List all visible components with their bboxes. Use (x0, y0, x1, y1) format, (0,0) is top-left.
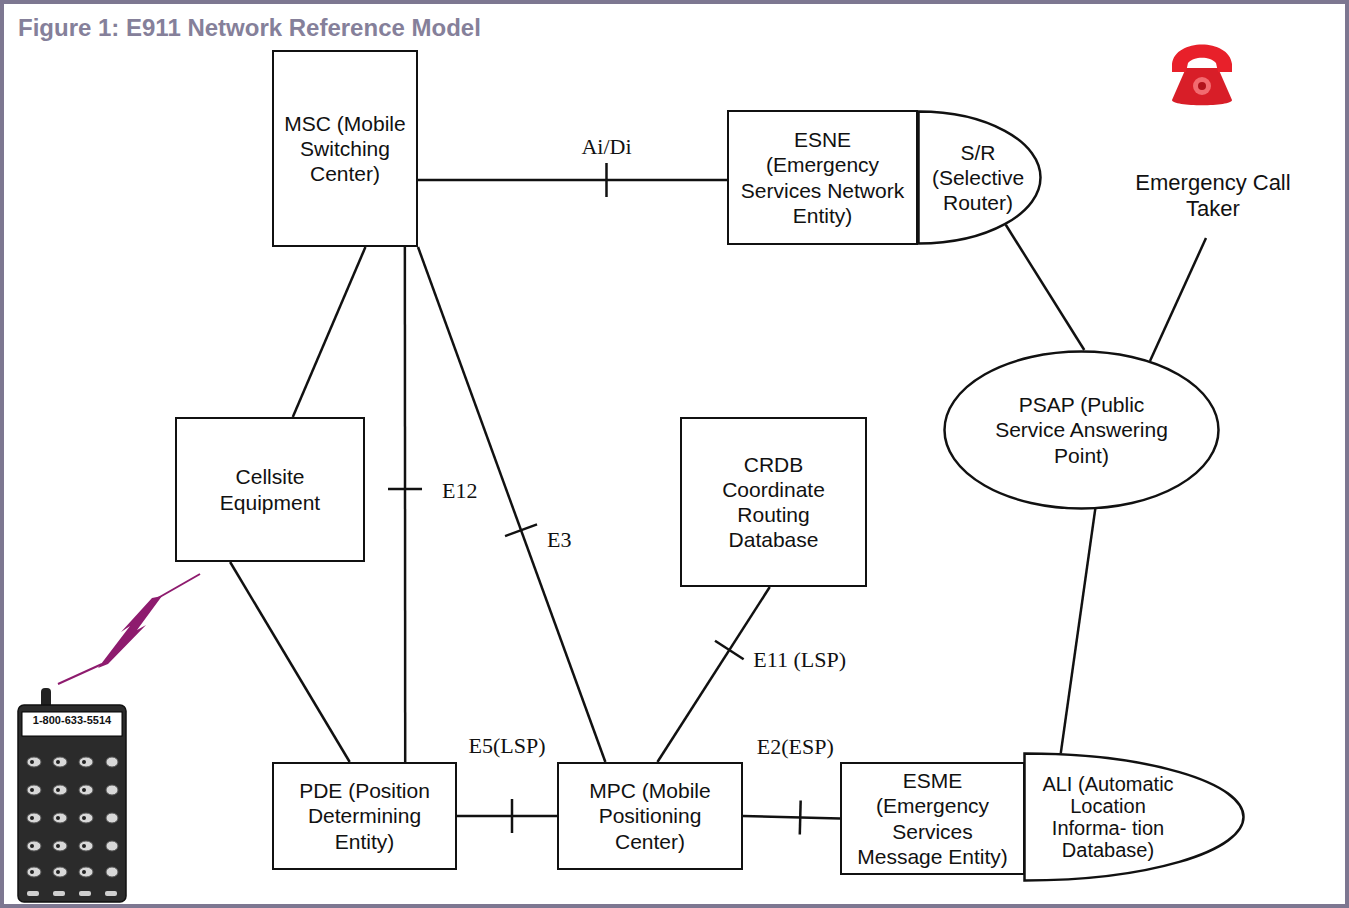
entity-box: MSC (Mobile Switching Center) (272, 50, 418, 247)
entity-box: MPC (Mobile Positioning Center) (557, 762, 743, 870)
connector (1006, 225, 1085, 350)
connector (293, 247, 366, 417)
node-label: MSC (Mobile Switching Center) (282, 111, 408, 187)
connector (418, 247, 605, 762)
node-text-holder: ESME (Emergency Services Message Entity) (842, 764, 1023, 873)
interface-label: E3 (545, 528, 573, 552)
interface-tick (799, 800, 802, 834)
half-ellipse-node: ALI (Automatic Location Informa- tion Da… (1023, 752, 1245, 882)
node-label: MPC (Mobile Positioning Center) (565, 778, 735, 854)
entity-box: Cellsite Equipment (175, 417, 365, 562)
node-text-holder: S/R (Selective Router) (917, 110, 1042, 245)
call-taker-line (1150, 238, 1206, 361)
node-label: Cellsite Equipment (193, 464, 347, 514)
role-label: Emergency Call Taker (1125, 170, 1301, 223)
mobile-phone-icon (18, 688, 126, 902)
half-ellipse-outline (1025, 754, 1244, 881)
node-label: CRDB Coordinate Routing Database (704, 452, 843, 553)
connector (1061, 508, 1096, 753)
figure-title: Figure 1: E911 Network Reference Model (18, 14, 481, 42)
interface-label: E2(ESP) (755, 735, 836, 759)
entity-box: ESNE (Emergency Services Network Entity) (727, 110, 918, 245)
interface-label: E5(LSP) (467, 734, 548, 758)
connector (418, 179, 727, 182)
node-label: S/R (Selective Router) (922, 140, 1034, 216)
node-text-holder: PSAP (Public Service Answering Point) (943, 350, 1220, 510)
lightning-bolt (58, 574, 200, 684)
phone-display-text: 1-800-633-5514 (22, 714, 122, 727)
node-text-holder: ESNE (Emergency Services Network Entity) (729, 112, 916, 243)
node-label: ESME (Emergency Services Message Entity) (848, 768, 1017, 869)
node-text-holder: PDE (Position Determining Entity) (274, 764, 455, 868)
connector (404, 247, 407, 762)
interface-tick (505, 524, 537, 536)
node-text-holder: MPC (Mobile Positioning Center) (559, 764, 741, 868)
connector (457, 815, 557, 818)
interface-tick (605, 163, 608, 197)
node-text-holder: MSC (Mobile Switching Center) (274, 52, 416, 245)
red-telephone-icon (1172, 45, 1232, 106)
entity-box: ESME (Emergency Services Message Entity) (840, 762, 1025, 875)
interface-label: E12 (440, 479, 479, 503)
connector (657, 587, 769, 762)
interface-tick (388, 488, 422, 491)
node-text-holder: CRDB Coordinate Routing Database (682, 419, 865, 585)
node-label: ALI (Automatic Location Informa- tion Da… (1031, 773, 1185, 861)
node-label: ESNE (Emergency Services Network Entity) (739, 127, 906, 228)
ellipse-outline (945, 352, 1219, 509)
half-ellipse-outline (919, 112, 1041, 244)
node-label: PSAP (Public Service Answering Point) (993, 392, 1170, 468)
connector (743, 816, 840, 819)
interface-label: E11 (LSP) (751, 648, 848, 672)
node-text-holder: Cellsite Equipment (177, 419, 363, 560)
node-label: PDE (Position Determining Entity) (280, 778, 449, 854)
interface-tick (511, 799, 514, 833)
connector (230, 562, 350, 762)
interface-label: Ai/Di (579, 135, 633, 159)
entity-box: CRDB Coordinate Routing Database (680, 417, 867, 587)
half-ellipse-node: S/R (Selective Router) (917, 110, 1042, 245)
entity-box: PDE (Position Determining Entity) (272, 762, 457, 870)
ellipse-node: PSAP (Public Service Answering Point) (943, 350, 1220, 510)
interface-tick (715, 641, 744, 659)
node-text-holder: ALI (Automatic Location Informa- tion Da… (1023, 752, 1245, 882)
